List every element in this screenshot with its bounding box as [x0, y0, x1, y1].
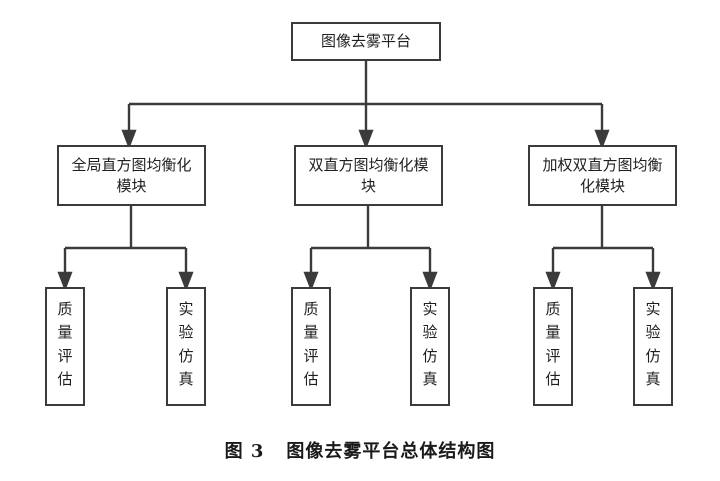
figure-caption: 图 3 图像去雾平台总体结构图	[0, 437, 720, 463]
node-leaf-3-label: 质量评估	[303, 300, 319, 388]
node-leaf-experiment-simulation-3: 实验仿真	[633, 287, 673, 406]
node-leaf-quality-assessment-3: 质量评估	[533, 287, 573, 406]
node-leaf-experiment-simulation-1: 实验仿真	[166, 287, 206, 406]
node-module-bi-histogram-equalization: 双直方图均衡化模块	[294, 145, 443, 206]
arrowhead-leaf-4	[422, 271, 438, 292]
node-module-global-histogram-equalization: 全局直方图均衡化模块	[57, 145, 206, 206]
arrowhead-module-3	[594, 129, 610, 150]
arrowhead-module-1	[121, 129, 137, 150]
arrowhead-leaf-3	[303, 271, 319, 292]
arrowhead-leaf-2	[178, 271, 194, 292]
node-leaf-5-label: 质量评估	[545, 300, 561, 388]
node-root-label: 图像去雾平台	[320, 32, 411, 51]
arrowhead-module-2	[358, 129, 374, 150]
node-module-weighted-bi-histogram-equalization: 加权双直方图均衡化模块	[528, 145, 677, 206]
figure-caption-title: 图像去雾平台总体结构图	[286, 441, 496, 462]
node-leaf-6-label: 实验仿真	[645, 300, 661, 388]
figure-caption-number: 图 3	[224, 441, 265, 462]
node-leaf-quality-assessment-1: 质量评估	[45, 287, 85, 406]
node-leaf-2-label: 实验仿真	[178, 300, 194, 388]
node-leaf-experiment-simulation-2: 实验仿真	[410, 287, 450, 406]
arrowhead-leaf-5	[545, 271, 561, 292]
node-module-1-label: 全局直方图均衡化模块	[71, 156, 192, 195]
arrowhead-leaf-1	[57, 271, 73, 292]
node-leaf-quality-assessment-2: 质量评估	[291, 287, 331, 406]
node-root-platform: 图像去雾平台	[291, 22, 441, 61]
node-leaf-1-label: 质量评估	[57, 300, 73, 388]
arrowhead-leaf-6	[645, 271, 661, 292]
node-leaf-4-label: 实验仿真	[422, 300, 438, 388]
node-module-2-label: 双直方图均衡化模块	[308, 156, 429, 195]
node-module-3-label: 加权双直方图均衡化模块	[542, 156, 663, 195]
